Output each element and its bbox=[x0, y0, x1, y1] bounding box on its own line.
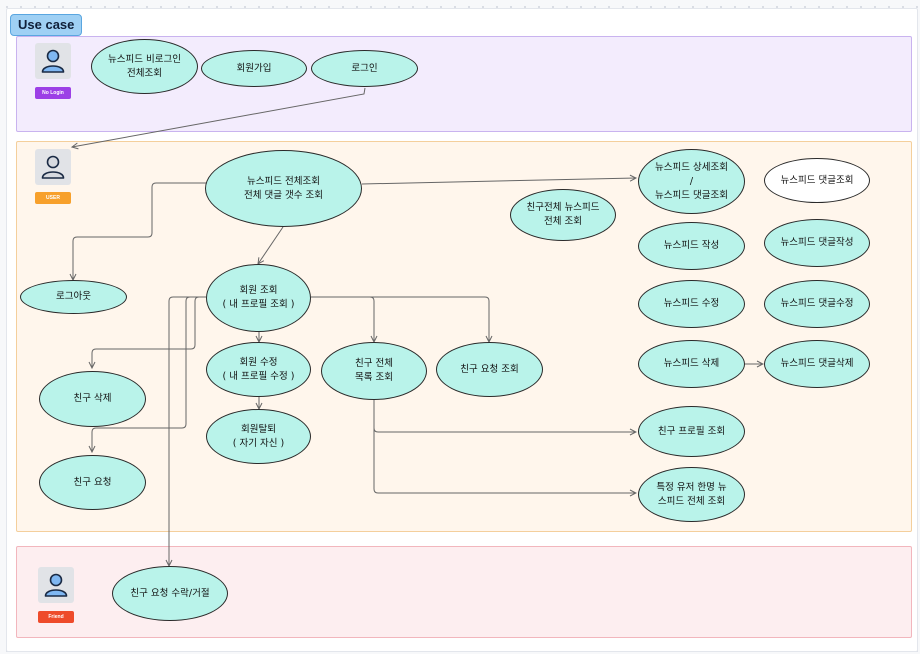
node-member-edit[interactable]: 회원 수정 ( 내 프로필 수정 ) bbox=[206, 342, 311, 397]
node-friend-accept[interactable]: 친구 요청 수락/거절 bbox=[112, 566, 228, 621]
node-logout[interactable]: 로그아웃 bbox=[20, 280, 127, 314]
diagram-title[interactable]: Use case bbox=[10, 14, 83, 36]
node-newsfeed-detail[interactable]: 뉴스피드 상세조회 / 뉴스피드 댓글조회 bbox=[638, 149, 745, 214]
node-comment-write[interactable]: 뉴스피드 댓글작성 bbox=[764, 219, 870, 267]
role-tag-nologin: No Login bbox=[35, 87, 71, 99]
node-newsfeed-write[interactable]: 뉴스피드 작성 bbox=[638, 222, 745, 270]
node-login[interactable]: 로그인 bbox=[311, 50, 418, 87]
user-icon bbox=[44, 573, 68, 597]
node-friend-delete[interactable]: 친구 삭제 bbox=[39, 371, 146, 427]
nologin-actor-avatar bbox=[35, 43, 71, 79]
node-newsfeed-delete[interactable]: 뉴스피드 삭제 bbox=[638, 340, 745, 388]
node-newsfeed-edit[interactable]: 뉴스피드 수정 bbox=[638, 280, 745, 328]
role-tag-user: USER bbox=[35, 192, 71, 204]
user-icon bbox=[41, 49, 65, 73]
node-signup[interactable]: 회원가입 bbox=[201, 50, 307, 87]
node-comment-edit[interactable]: 뉴스피드 댓글수정 bbox=[764, 280, 870, 328]
user-icon bbox=[41, 155, 65, 179]
user-actor-avatar bbox=[35, 149, 71, 185]
node-member-withdraw[interactable]: 회원탈퇴 ( 자기 자신 ) bbox=[206, 409, 311, 464]
node-friends-newsfeed-all[interactable]: 친구전체 뉴스피드 전체 조회 bbox=[510, 189, 616, 241]
section-user bbox=[16, 141, 912, 532]
friend-actor-avatar bbox=[38, 567, 74, 603]
node-comment-view[interactable]: 뉴스피드 댓글조회 bbox=[764, 158, 870, 203]
node-friend-profile[interactable]: 친구 프로필 조회 bbox=[638, 406, 745, 457]
node-newsfeed-view-guest[interactable]: 뉴스피드 비로그인 전체조회 bbox=[91, 39, 198, 94]
role-tag-friend: Friend bbox=[38, 611, 74, 623]
node-newsfeed-view-all[interactable]: 뉴스피드 전체조회 전체 댓글 갯수 조회 bbox=[205, 150, 362, 227]
node-comment-delete[interactable]: 뉴스피드 댓글삭제 bbox=[764, 340, 870, 388]
node-user-newsfeed[interactable]: 특정 유저 한명 뉴 스피드 전체 조회 bbox=[638, 467, 745, 522]
node-member-view[interactable]: 회원 조회 ( 내 프로필 조회 ) bbox=[206, 264, 311, 332]
node-friend-request[interactable]: 친구 요청 bbox=[39, 455, 146, 510]
node-friend-list[interactable]: 친구 전체 목록 조회 bbox=[321, 342, 427, 400]
node-friend-request-view[interactable]: 친구 요청 조회 bbox=[436, 342, 543, 397]
